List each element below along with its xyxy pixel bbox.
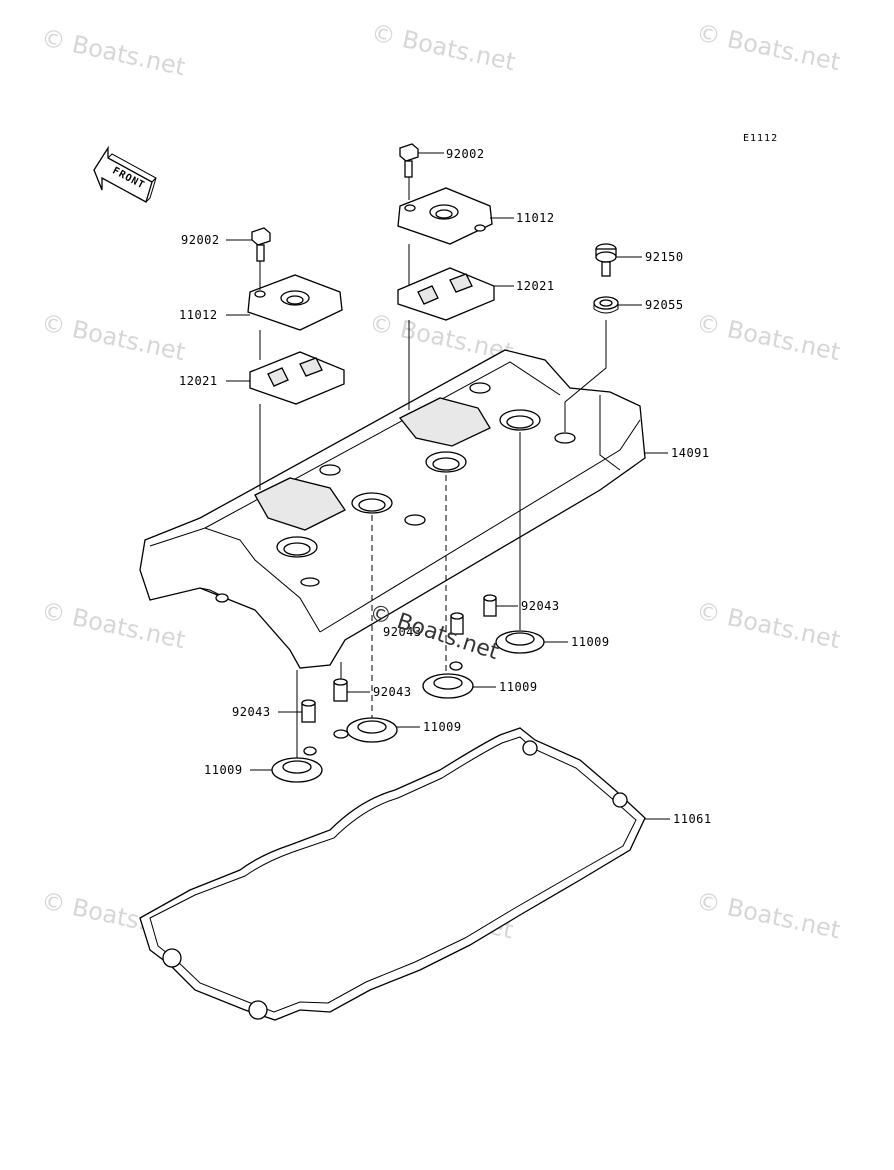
seal-11009-d: 11009 xyxy=(204,746,323,783)
part-label-92055: 92055 xyxy=(645,298,684,312)
part-label-11061: 11061 xyxy=(673,812,712,826)
part-label-92150: 92150 xyxy=(645,250,684,264)
bolt-92002-left: 92002 xyxy=(181,227,271,262)
dowel-92043-c: 92043 xyxy=(333,678,412,702)
seal-11009-b: 11009 xyxy=(422,661,538,699)
part-label-12021: 12021 xyxy=(516,279,555,293)
front-arrow: FRONT xyxy=(93,145,157,203)
gasket-11061: 11061 xyxy=(139,727,712,1021)
part-label-11012: 11012 xyxy=(179,308,218,322)
assembly-lines xyxy=(259,177,668,760)
watermark: © Boats.net xyxy=(694,18,843,76)
seal-11009-a: 11009 xyxy=(495,630,610,654)
part-label-14091: 14091 xyxy=(671,446,710,460)
seal-11009-c: 11009 xyxy=(333,717,462,743)
part-label-11009: 11009 xyxy=(499,680,538,694)
plate-12021-right: 12021 xyxy=(397,267,555,321)
watermark: © Boats.net xyxy=(694,596,843,654)
watermark: © Boats.net xyxy=(39,596,188,654)
part-label-92002: 92002 xyxy=(181,233,220,247)
part-label-11009: 11009 xyxy=(423,720,462,734)
diagram-code: E1112 xyxy=(743,133,778,144)
watermark: © Boats.net xyxy=(369,18,518,76)
watermark: © Boats.net xyxy=(39,308,188,366)
cap-11012-right: 11012 xyxy=(397,187,555,245)
part-label-12021: 12021 xyxy=(179,374,218,388)
part-label-92043: 92043 xyxy=(232,705,271,719)
part-label-11009: 11009 xyxy=(204,763,243,777)
part-label-11012: 11012 xyxy=(516,211,555,225)
bolt-92002-right: 92002 xyxy=(399,143,485,178)
watermark: © Boats.net xyxy=(39,23,188,81)
part-label-92002: 92002 xyxy=(446,147,485,161)
watermark: © Boats.net xyxy=(694,886,843,944)
bolt-92150: 92150 xyxy=(595,243,684,277)
part-label-92043: 92043 xyxy=(383,625,422,639)
dowel-92043-a: 92043 xyxy=(483,594,560,617)
dowel-92043-d: 92043 xyxy=(232,699,316,723)
watermark: © Boats.net xyxy=(694,308,843,366)
washer-92055: 92055 xyxy=(593,296,684,314)
cylinder-head-cover xyxy=(139,349,646,669)
part-label-92043: 92043 xyxy=(373,685,412,699)
cap-11012-left: 11012 xyxy=(179,274,343,331)
part-label-11009: 11009 xyxy=(571,635,610,649)
plate-12021-left: 12021 xyxy=(179,351,345,405)
dowel-92043-b: 92043 xyxy=(383,612,464,639)
part-label-92043: 92043 xyxy=(521,599,560,613)
